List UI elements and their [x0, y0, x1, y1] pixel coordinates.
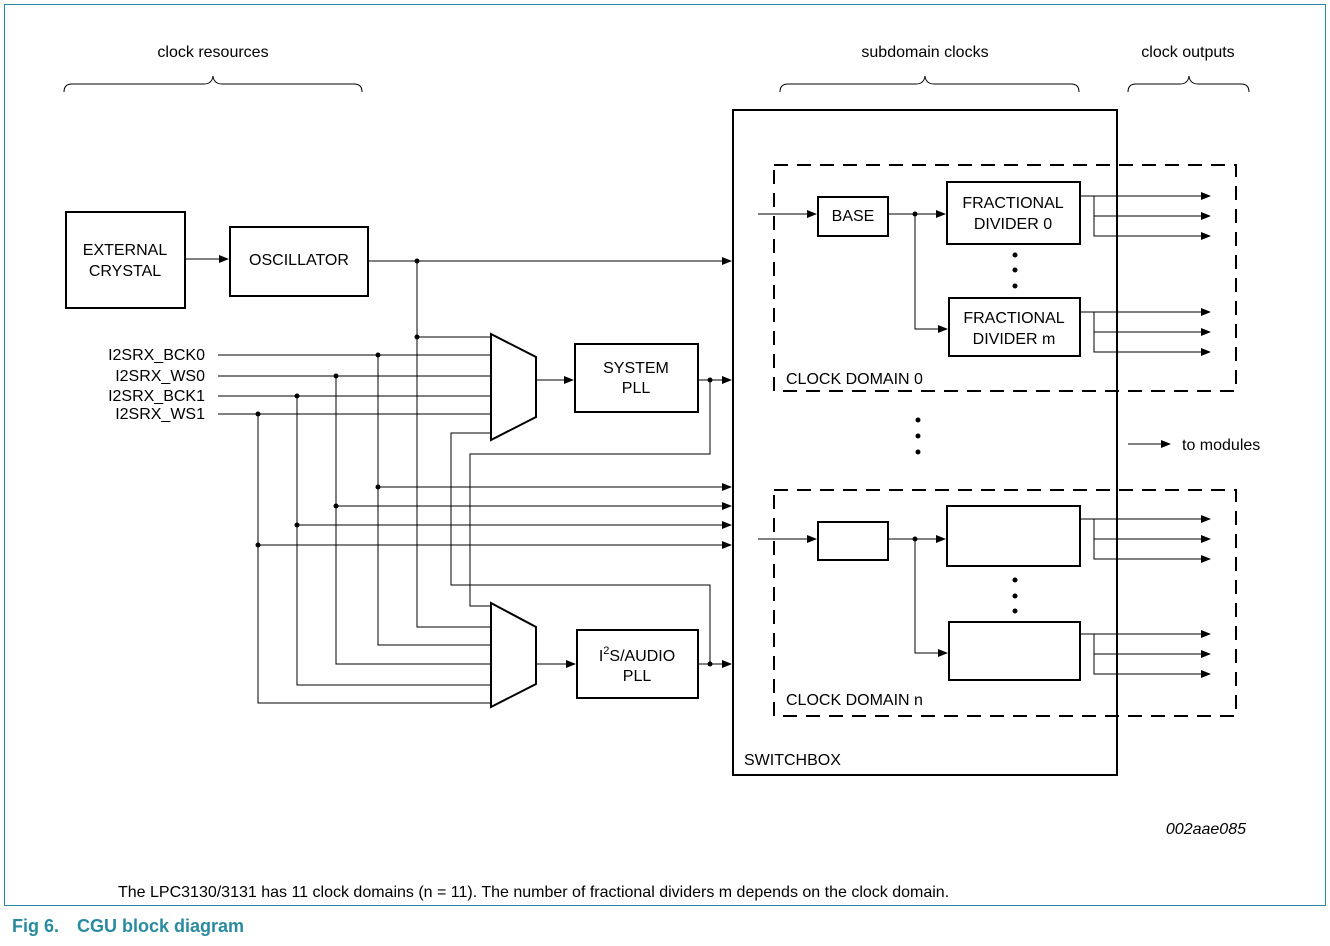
legend-to-modules: to modules [1182, 437, 1260, 454]
frac-div-0-box [946, 181, 1081, 245]
switchbox-label: SWITCHBOX [744, 752, 841, 769]
figure-number: Fig 6. [12, 916, 60, 936]
frac-div-m-label-1: FRACTIONAL [963, 310, 1064, 327]
brace-clock-resources [63, 75, 363, 93]
frac-div-m-label-2: DIVIDER m [973, 331, 1056, 348]
clock-domain-n-label: CLOCK DOMAIN n [786, 692, 923, 709]
input-label-i2srx-ws0: I2SRX_WS0 [115, 368, 205, 385]
figure-frame [4, 4, 1326, 906]
figure-title: CGU block diagram [77, 916, 245, 936]
header-subdomain-clocks: subdomain clocks [861, 44, 988, 61]
input-label-i2srx-bck1: I2SRX_BCK1 [108, 388, 205, 405]
junction-dots [255, 211, 918, 667]
base-label: BASE [832, 208, 875, 225]
header-clock-outputs: clock outputs [1141, 44, 1234, 61]
mux-system-pll [490, 332, 537, 442]
external-crystal-label-1: EXTERNAL [83, 242, 168, 259]
system-pll-label-1: SYSTEM [603, 360, 669, 377]
base-box-n [817, 521, 889, 561]
base-box [817, 196, 889, 237]
mux-audio-pll [490, 601, 537, 709]
audio-pll-label-1: I2S/AUDIO [599, 645, 675, 665]
clock-domain-0-label: CLOCK DOMAIN 0 [786, 371, 923, 388]
brace-clock-outputs [1127, 75, 1250, 93]
system-pll-box [574, 343, 699, 413]
wires [185, 192, 1211, 704]
header-braces [63, 75, 1250, 93]
frac-div-m-box-n [948, 621, 1081, 681]
switchbox-box [732, 109, 1118, 776]
external-crystal-label-2: CRYSTAL [89, 263, 161, 280]
clock-domain-0-box [773, 164, 1237, 392]
clock-domain-n-box [773, 489, 1237, 717]
input-label-i2srx-ws1: I2SRX_WS1 [115, 406, 205, 423]
input-label-i2srx-bck0: I2SRX_BCK0 [108, 347, 205, 364]
frac-div-0-label-1: FRACTIONAL [962, 195, 1063, 212]
ellipsis-dots [915, 252, 1018, 614]
figure-id: 002aae085 [1166, 821, 1246, 838]
frac-div-0-label-2: DIVIDER 0 [974, 216, 1052, 233]
figure-title-line: Fig 6. CGU block diagram [12, 916, 244, 937]
header-clock-resources: clock resources [157, 44, 268, 61]
frac-div-m-box [948, 297, 1081, 357]
system-pll-label-2: PLL [622, 380, 651, 397]
frac-div-0-box-n [946, 505, 1081, 567]
oscillator-label: OSCILLATOR [249, 252, 349, 269]
audio-pll-label-2: PLL [623, 668, 652, 685]
figure-caption: The LPC3130/3131 has 11 clock domains (n… [118, 884, 950, 901]
external-crystal-box [65, 211, 186, 309]
brace-subdomain-clocks [779, 75, 1080, 93]
